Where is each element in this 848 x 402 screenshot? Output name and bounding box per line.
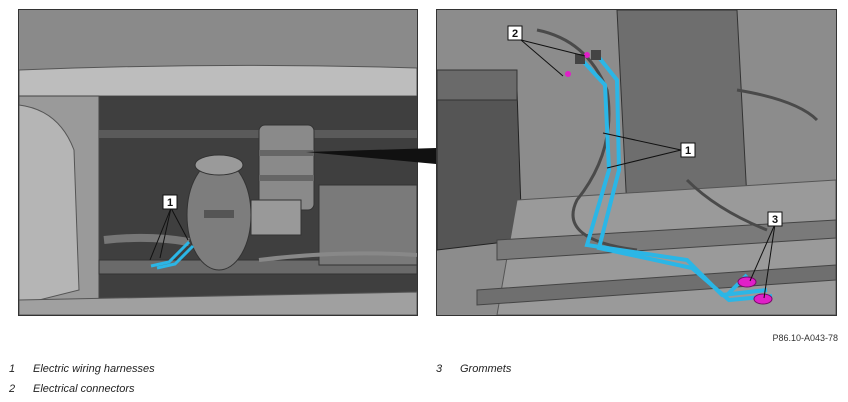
legend-item-electrical-connectors: 2 Electrical connectors xyxy=(9,383,135,395)
overview-illustration xyxy=(18,9,418,316)
legend-item-number: 2 xyxy=(9,383,16,395)
legend-item-text: Electrical connectors xyxy=(33,383,135,395)
legend-item-number: 1 xyxy=(9,363,16,375)
detail-illustration xyxy=(436,9,837,316)
legend-item-grommets: 3 Grommets xyxy=(436,363,511,375)
legend-item-text: Electric wiring harnesses xyxy=(33,363,155,375)
drawing-code: P86.10-A043-78 xyxy=(772,333,838,343)
legend-item-wiring-harnesses: 1 Electric wiring harnesses xyxy=(9,363,155,375)
legend-item-number: 3 xyxy=(436,363,443,375)
legend-item-text: Grommets xyxy=(460,363,512,375)
